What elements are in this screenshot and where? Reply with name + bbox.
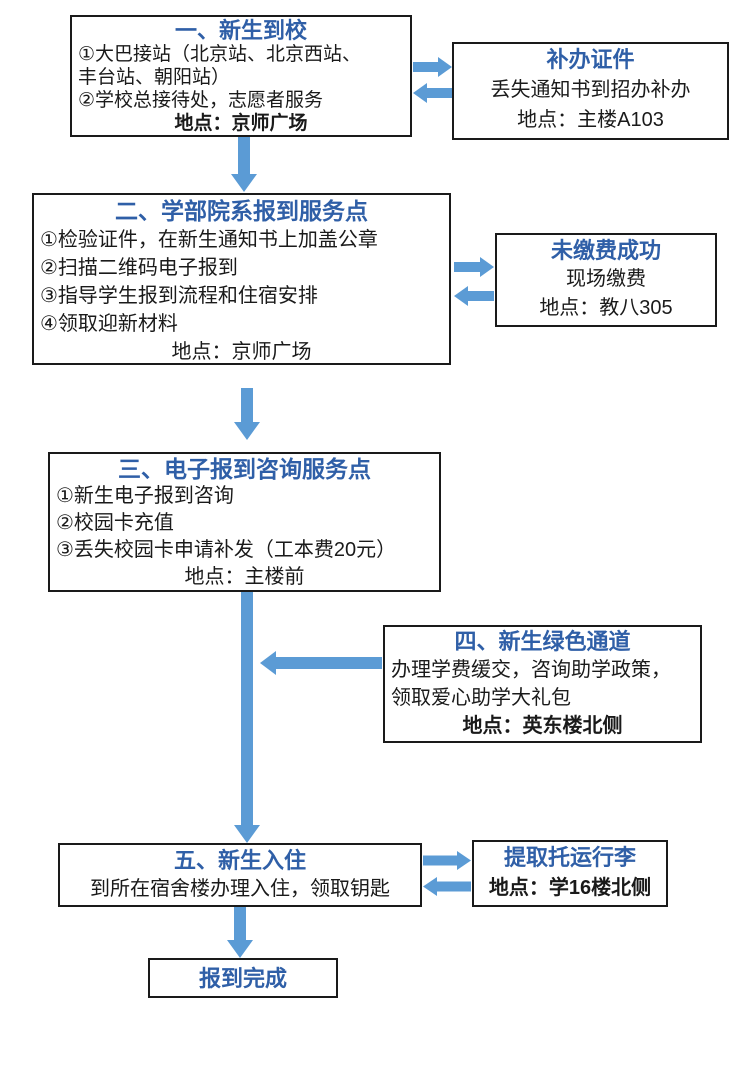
box-arrival-line: ②学校总接待处，志愿者服务 xyxy=(78,90,324,111)
box-dept-checkin-line: ④领取迎新材料 xyxy=(40,313,178,335)
box-dept-checkin-location: 地点：京师广场 xyxy=(171,341,312,363)
box-complete-title: 报到完成 xyxy=(198,966,287,991)
box-green-channel-title: 四、新生绿色通道 xyxy=(454,629,631,654)
box-green-channel-line: 领取爱心助学大礼包 xyxy=(391,687,571,709)
box-dept-checkin-line: ②扫描二维码电子报到 xyxy=(40,257,238,279)
box-dept-checkin-line: ①检验证件，在新生通知书上加盖公章 xyxy=(40,229,378,251)
arrow-movein-to-luggage xyxy=(423,851,471,870)
box-arrival: 一、新生到校 ①大巴接站（北京站、北京西站、 丰台站、朝阳站） ②学校总接待处，… xyxy=(70,15,412,137)
box-payment-failed-location: 地点：教八305 xyxy=(539,297,673,319)
arrow-echeckin-to-movein xyxy=(234,592,260,843)
arrow-movein-to-complete xyxy=(227,907,253,958)
arrow-dept-to-echeckin xyxy=(234,388,260,440)
box-payment-failed-title: 未缴费成功 xyxy=(550,238,661,263)
box-arrival-line: 丰台站、朝阳站） xyxy=(78,67,231,88)
box-e-checkin-location: 地点：主楼前 xyxy=(184,566,305,588)
arrow-luggage-to-movein xyxy=(423,877,471,896)
box-e-checkin: 三、电子报到咨询服务点 ①新生电子报到咨询 ②校园卡充值 ③丢失校园卡申请补发（… xyxy=(48,452,441,592)
box-dept-checkin-line: ③指导学生报到流程和住宿安排 xyxy=(40,285,318,307)
box-dept-checkin: 二、学部院系报到服务点 ①检验证件，在新生通知书上加盖公章 ②扫描二维码电子报到… xyxy=(32,193,451,365)
box-green-channel-location: 地点：英东楼北侧 xyxy=(462,715,623,737)
box-luggage-location: 地点：学16楼北侧 xyxy=(488,877,652,899)
box-green-channel: 四、新生绿色通道 办理学费缓交，咨询助学政策， 领取爱心助学大礼包 地点：英东楼… xyxy=(383,625,702,743)
box-reissue-docs-line: 丢失通知书到招办补办 xyxy=(490,79,691,101)
arrow-arrival-to-dept xyxy=(231,137,257,192)
box-complete: 报到完成 xyxy=(148,958,338,998)
arrow-payment-to-dept xyxy=(454,286,494,306)
box-arrival-location: 地点：京师广场 xyxy=(174,113,308,134)
box-move-in: 五、新生入住 到所在宿舍楼办理入住，领取钥匙 xyxy=(58,843,422,907)
arrow-dept-to-payment xyxy=(454,257,494,277)
box-arrival-title: 一、新生到校 xyxy=(174,18,307,43)
box-e-checkin-line: ②校园卡充值 xyxy=(56,512,174,534)
box-payment-failed: 未缴费成功 现场缴费 地点：教八305 xyxy=(495,233,717,327)
box-reissue-docs-location: 地点：主楼A103 xyxy=(517,109,664,131)
box-dept-checkin-title: 二、学部院系报到服务点 xyxy=(115,198,368,224)
box-luggage-title: 提取托运行李 xyxy=(503,845,636,870)
arrow-green-channel-to-flow xyxy=(260,651,382,675)
box-reissue-docs-title: 补办证件 xyxy=(546,47,635,72)
arrow-reissue-to-arrival xyxy=(413,83,452,103)
box-move-in-title: 五、新生入住 xyxy=(173,848,306,873)
box-reissue-docs: 补办证件 丢失通知书到招办补办 地点：主楼A103 xyxy=(452,42,729,140)
box-e-checkin-line: ③丢失校园卡申请补发（工本费20元） xyxy=(56,539,397,561)
box-luggage: 提取托运行李 地点：学16楼北侧 xyxy=(472,840,668,907)
box-payment-failed-line: 现场缴费 xyxy=(566,268,646,290)
box-e-checkin-title: 三、电子报到咨询服务点 xyxy=(118,456,371,482)
box-arrival-line: ①大巴接站（北京站、北京西站、 xyxy=(78,44,362,65)
box-green-channel-line: 办理学费缓交，咨询助学政策， xyxy=(391,659,671,681)
box-e-checkin-line: ①新生电子报到咨询 xyxy=(56,485,234,507)
arrow-arrival-to-reissue xyxy=(413,57,452,77)
box-move-in-line: 到所在宿舍楼办理入住，领取钥匙 xyxy=(90,878,390,900)
